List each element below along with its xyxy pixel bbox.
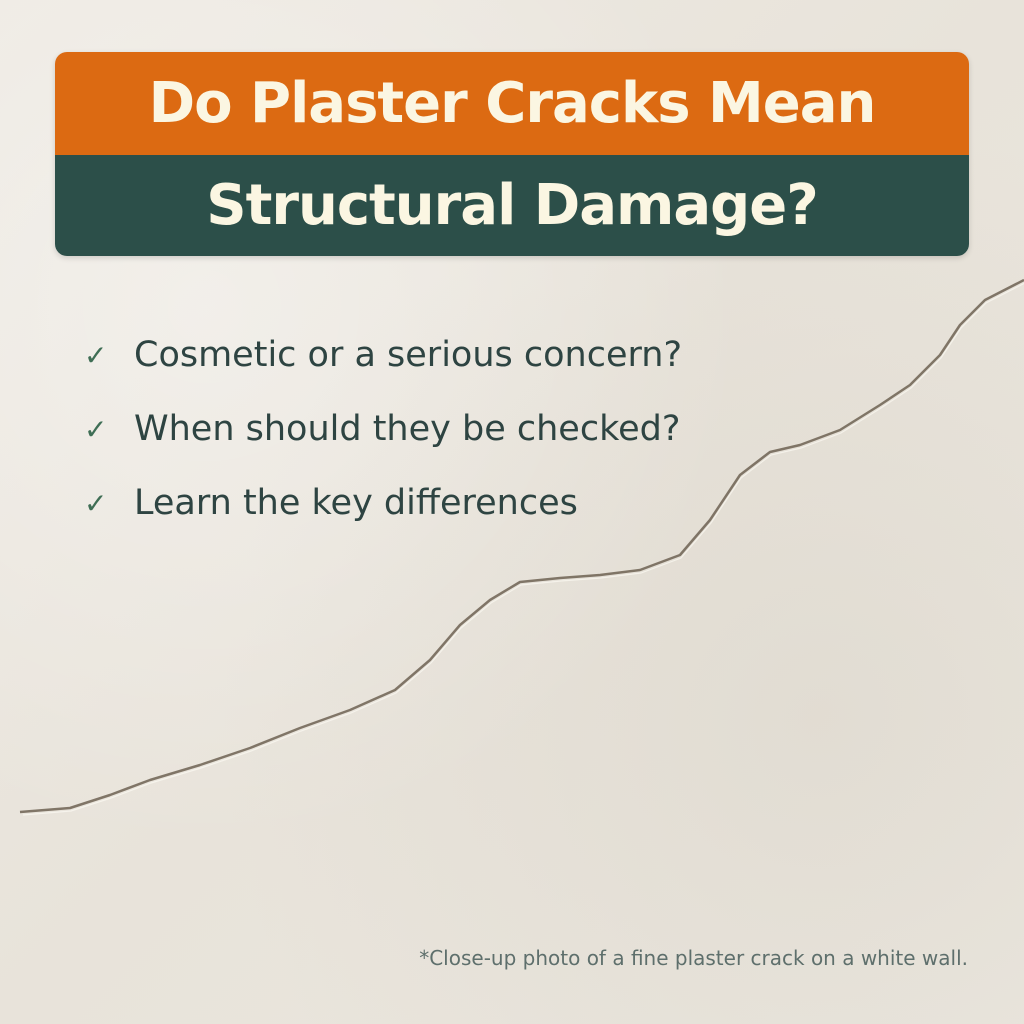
check-icon: ✓ [84, 412, 108, 446]
photo-caption: *Close-up photo of a fine plaster crack … [419, 946, 968, 970]
title-line-1: Do Plaster Cracks Mean [148, 71, 877, 136]
bullet-text: Learn the key differences [134, 483, 578, 523]
bullet-text: Cosmetic or a serious concern? [134, 335, 683, 375]
title-banner: Do Plaster Cracks Mean Structural Damage… [55, 52, 969, 256]
bullet-list: ✓ Cosmetic or a serious concern? ✓ When … [84, 318, 682, 540]
bullet-item: ✓ When should they be checked? [84, 392, 682, 466]
title-bottom-band: Structural Damage? [55, 155, 969, 256]
bullet-item: ✓ Cosmetic or a serious concern? [84, 318, 682, 392]
check-icon: ✓ [84, 338, 108, 372]
title-line-2: Structural Damage? [206, 173, 818, 238]
bullet-text: When should they be checked? [134, 409, 681, 449]
title-top-band: Do Plaster Cracks Mean [55, 52, 969, 155]
bullet-item: ✓ Learn the key differences [84, 466, 682, 540]
check-icon: ✓ [84, 486, 108, 520]
